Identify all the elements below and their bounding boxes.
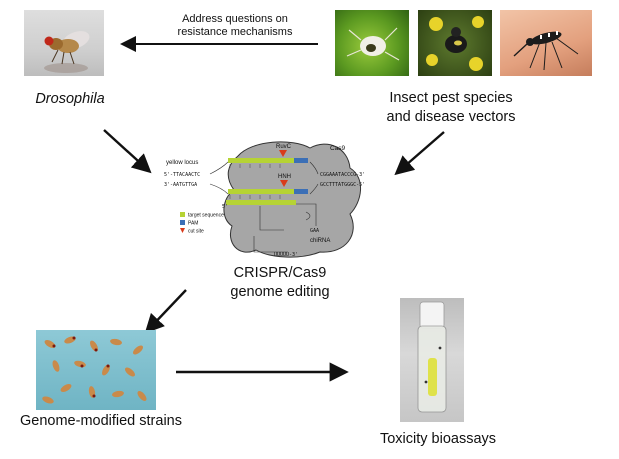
insect-label-line-1: Insect pest species: [389, 90, 513, 106]
seq-bottom-left: 3'-AATGTTGA: [164, 182, 197, 188]
seq-top-left: 5'-TTACAACTC: [164, 172, 200, 178]
ruvc-text: RuvC: [276, 144, 292, 150]
chirna-text: chiRNA: [310, 238, 330, 244]
resistance-caption: Address questions on resistance mechanis…: [140, 13, 330, 39]
mosquito-icon: [513, 31, 579, 71]
seq-top-right: CGGAAATACCCG-3': [320, 172, 365, 178]
seq-bottom-right: GCCTTTATGGGC-5': [320, 182, 365, 188]
target-sequence-top: [228, 158, 294, 163]
insect-pest-label: Insect pest species and disease vectors: [366, 89, 536, 127]
fruit-fly-icon: [44, 31, 90, 73]
crispr-label: CRISPR/Cas9 genome editing: [200, 264, 360, 302]
pam-top: [294, 158, 308, 163]
cut-site-ruvc: [279, 150, 287, 157]
rna-gaa: GAA: [310, 228, 319, 234]
beetle-icon: [426, 16, 484, 71]
hnh-text: HNH: [278, 174, 291, 180]
drosophila-photo: [24, 10, 104, 76]
target-sequence-guide: [226, 200, 296, 205]
legend-pam: PAM: [188, 221, 198, 227]
rna-tail: UUUUU-3': [274, 252, 298, 258]
mosquito-photo: [500, 10, 592, 76]
legend-cut: cut site: [188, 229, 204, 235]
spider-mite-photo: [335, 10, 409, 76]
strains-label: Genome-modified strains: [20, 413, 182, 429]
legend: target sequence PAM cut site: [180, 212, 224, 235]
beetle-photo: [418, 10, 492, 76]
arrow-crispr-to-strains: [144, 289, 187, 334]
legend-cut-swatch: [180, 228, 185, 233]
legend-pam-swatch: [180, 220, 185, 225]
arrow-insects-to-crispr: [394, 131, 445, 176]
crispr-label-line-2: genome editing: [230, 284, 330, 300]
crispr-label-line-1: CRISPR/Cas9: [233, 265, 327, 281]
caption-line-1: Address questions on: [182, 13, 288, 25]
insect-label-line-2: and disease vectors: [386, 109, 516, 125]
drosophila-label: Drosophila: [35, 91, 105, 107]
fly-larvae-icon: [42, 336, 147, 404]
cas9-protein: [223, 141, 361, 258]
legend-target-swatch: [180, 212, 185, 217]
mite-icon: [346, 27, 400, 61]
crispr-cas9-diagram: Cas9 yellow locus 5'-TTACAACTC 3'-AATGTT…: [164, 141, 365, 258]
legend-target: target sequence: [188, 213, 224, 219]
modified-strains-photo: [36, 330, 156, 410]
pam-mid: [294, 189, 308, 194]
toxicity-label: Toxicity bioassays: [379, 431, 497, 447]
arrow-drosophila-to-crispr: [103, 129, 152, 174]
vial-icon: [417, 301, 447, 413]
rna-5-prime: 5': [222, 204, 228, 210]
caption-line-2: resistance mechanisms: [177, 26, 293, 38]
chirna-structure: [253, 203, 317, 253]
cut-site-hnh: [280, 180, 288, 187]
bioassay-vial-photo: [400, 298, 464, 422]
yellow-locus-text: yellow locus: [166, 160, 198, 166]
cas9-text: Cas9: [330, 145, 346, 152]
target-sequence-mid: [228, 189, 294, 194]
